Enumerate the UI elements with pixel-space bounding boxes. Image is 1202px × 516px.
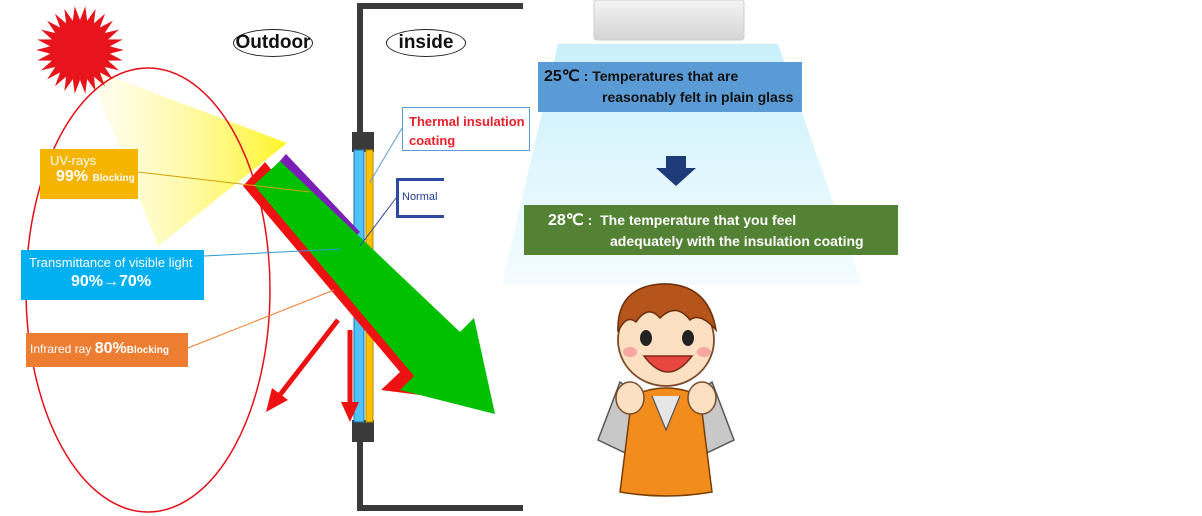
plain-temp-value: 25℃ [544,68,580,85]
frame-clip-top [352,132,374,152]
infrared-box: Infrared ray 80%Blocking [26,333,188,367]
normal-leader-line [359,197,397,247]
coated-text1: The temperature that you feel [600,212,797,228]
thermal-line2: coating [409,133,456,148]
uv-title: UV-rays [50,153,97,168]
visible-light-arrow [254,161,495,414]
sun-beam [88,68,287,246]
plain-line1: 25℃ : Temperatures that are [544,68,739,85]
plain-text1: Temperatures that are [592,68,739,84]
air-conditioner-icon [593,0,745,41]
uv-value-line: 99% Blocking [56,168,138,186]
sun-icon [36,6,124,94]
thermal-line1: Thermal insulation [409,114,525,129]
ir-title: Infrared ray [30,342,92,356]
plain-text2: reasonably felt in plain glass [602,89,794,105]
arrow-down-icon [656,156,696,186]
inside-label: inside [386,29,466,57]
uv-suffix: Blocking [92,173,135,184]
coated-text2: adequately with the insulation coating [610,233,864,249]
ir-reflect-line-left [274,318,340,402]
ir-reflect-head-left [266,388,288,412]
ir-value: 80% [94,340,127,357]
visible-value: 90%→70% [71,273,152,290]
window-frame [357,3,523,511]
outdoor-label: Outdoor [233,29,313,57]
coated-glass-temperature-box: 28℃ : The temperature that you feel adeq… [524,205,898,255]
uv-leader-line [137,171,311,193]
uv-rays-box: UV-rays 99% Blocking [40,149,138,199]
plain-glass-temperature-box: 25℃ : Temperatures that are reasonably f… [538,62,802,112]
normal-glass-label: Normal [396,178,444,218]
visible-title: Transmittance of visible light [29,255,193,270]
ir-leader-line [187,289,335,349]
thermal-insulation-label: Thermal insulation coating [402,107,530,151]
happy-boy-illustration [597,283,735,497]
visible-light-box: Transmittance of visible light 90%→70% [21,250,204,300]
coated-line1: 28℃ : The temperature that you feel [548,212,797,229]
ir-suffix: Blocking [126,345,169,356]
visible-leader-line [203,248,341,257]
uv-value: 99% [56,168,89,185]
frame-clip-bottom [352,420,374,442]
ir-reflect-head-down [341,402,359,422]
coated-temp-value: 28℃ [548,212,584,229]
thermal-leader-line [369,127,403,183]
